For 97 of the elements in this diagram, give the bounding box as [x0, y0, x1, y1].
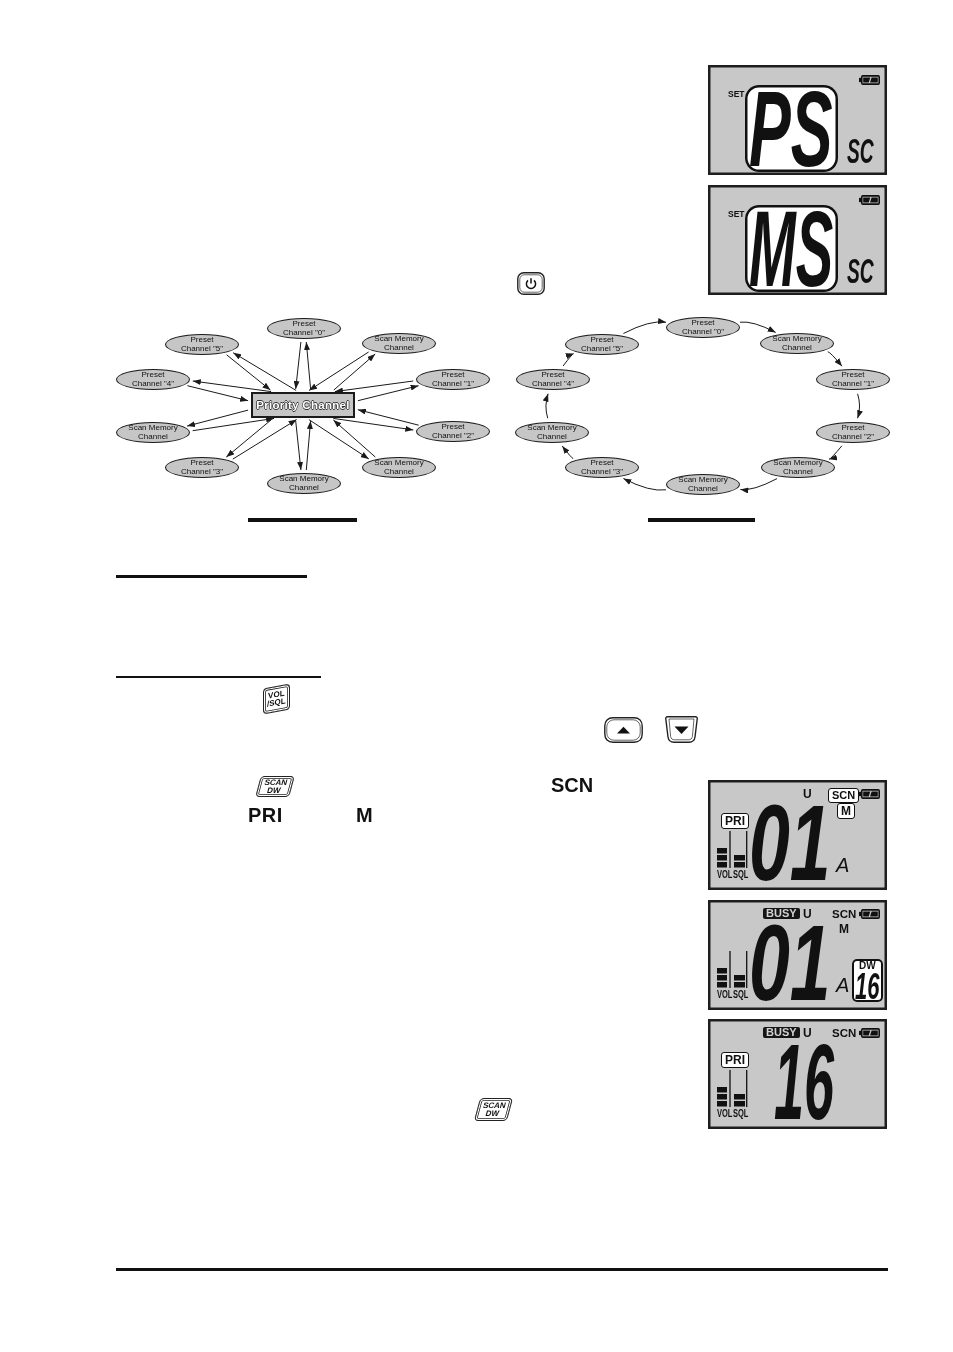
lcd-indicator: VOL: [717, 869, 733, 880]
channel-ellipse: [116, 422, 190, 443]
channel-label: Scan Memory Channel: [526, 424, 578, 441]
arrow: [305, 420, 313, 471]
arrow: [232, 419, 298, 460]
channel-label: Preset Channel "3": [179, 459, 225, 476]
channel-label: Scan Memory Channel: [373, 335, 425, 352]
arrow: [739, 321, 777, 333]
lcd-indicator: SCN: [828, 788, 860, 803]
lcd-indicator: U: [803, 1027, 812, 1040]
lcd-indicator: VOL: [717, 1108, 733, 1119]
keypad-key: VOL /SQL: [263, 683, 290, 715]
arrow: [192, 379, 272, 393]
lcd-indicator: A: [836, 976, 851, 993]
channel-ellipse: [565, 334, 639, 355]
lcd-indicator: SCN: [832, 908, 857, 920]
lcd-indicator: SQL: [733, 989, 749, 1000]
channel-ellipse: [165, 334, 239, 355]
arrow: [856, 393, 863, 419]
channel-label: Preset Channel "2": [830, 424, 876, 441]
arrow: [186, 409, 249, 427]
channel-label: Preset Channel "4": [130, 371, 176, 388]
channel-label: Preset Channel "5": [579, 336, 625, 353]
arrow: [295, 420, 304, 471]
arrow: [333, 353, 376, 391]
channel-ellipse: [362, 457, 436, 478]
lcd-indicator: A: [836, 856, 851, 873]
channel-label: Scan Memory Channel: [127, 424, 179, 441]
lcd-indicator: BUSY: [763, 1027, 800, 1038]
arrow: [357, 384, 420, 402]
arrow: [232, 352, 297, 391]
arrow: [622, 318, 667, 334]
indicator-text: PRI: [248, 805, 283, 825]
channel-ellipse: [666, 474, 740, 495]
channel-label: Preset Channel "1": [430, 371, 476, 388]
arrow: [186, 385, 249, 402]
arrow: [226, 354, 271, 391]
channel-ellipse: [416, 421, 490, 442]
keypad-key: SCAN DW: [473, 1098, 513, 1121]
channel-label: Preset Channel "3": [579, 459, 625, 476]
arrow: [357, 408, 420, 426]
arrow: [192, 416, 275, 432]
lcd-indicator: BUSY: [763, 908, 800, 919]
arrow: [828, 445, 843, 460]
channel-label: Preset Channel "0": [281, 320, 327, 337]
arrow: [225, 419, 272, 458]
lcd-indicator: SET: [728, 90, 745, 99]
channel-label: Scan Memory Channel: [278, 475, 330, 492]
channel-label: Scan Memory Channel: [373, 459, 425, 476]
arrow: [293, 341, 302, 390]
segment-digits: SC: [847, 138, 875, 165]
arrow: [308, 419, 370, 460]
indicator-text: SCN: [551, 775, 594, 795]
indicator-text: M: [356, 805, 373, 825]
channel-ellipse: [666, 317, 740, 338]
arrow: [561, 445, 574, 460]
channel-label: Scan Memory Channel: [772, 459, 824, 476]
lcd-indicator: U: [803, 788, 812, 801]
arrow: [332, 419, 376, 458]
channel-ellipse: [416, 369, 490, 390]
lcd-indicator: SQL: [733, 1108, 749, 1119]
channel-label: Preset Channel "1": [830, 371, 876, 388]
lcd-indicator: SQL: [733, 869, 749, 880]
channel-ellipse: [761, 457, 835, 478]
segment-digits: MS: [749, 208, 835, 291]
segment-digits: 16: [774, 1041, 835, 1124]
lcd-indicator: VOL: [717, 989, 733, 1000]
lcd-indicator: PRI: [721, 813, 749, 829]
segment-digits: 01: [749, 802, 832, 885]
arrow: [622, 478, 667, 491]
lcd-indicator: DW: [859, 961, 876, 971]
segment-digits: PS: [749, 88, 834, 171]
channel-label: Scan Memory Channel: [771, 335, 823, 352]
arrow: [332, 417, 414, 432]
channel-label: Preset Channel "0": [680, 319, 726, 336]
box-label: Priority Channel: [256, 399, 350, 411]
channel-ellipse: [116, 369, 190, 390]
arrow: [739, 478, 778, 494]
arrow: [334, 380, 414, 394]
lcd-indicator: SCN: [832, 1027, 857, 1039]
lcd-indicator: M: [839, 923, 849, 936]
arrow: [308, 351, 370, 391]
arrow: [827, 351, 843, 367]
segment-digits: 01: [749, 922, 832, 1005]
arrow: [304, 341, 312, 390]
arrow: [562, 353, 575, 367]
lcd-indicator: PRI: [721, 1052, 749, 1068]
lcd-indicator: SET: [728, 210, 745, 219]
channel-label: Preset Channel "2": [430, 423, 476, 440]
lcd-indicator: U: [803, 908, 812, 921]
priority-channel-box: [251, 392, 355, 418]
arrow: [542, 393, 549, 419]
channel-label: Scan Memory Channel: [677, 476, 729, 493]
segment-digits: 16: [855, 972, 881, 1000]
segment-digits: SC: [847, 258, 875, 285]
channel-label: Preset Channel "5": [179, 336, 225, 353]
channel-label: Preset Channel "4": [530, 371, 576, 388]
